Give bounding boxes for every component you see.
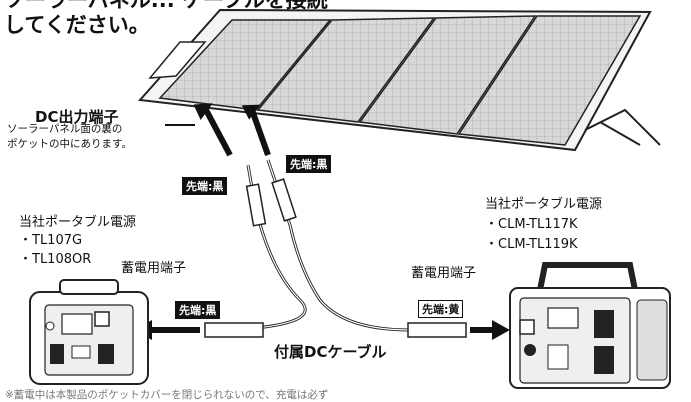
tip-tag-yellow: 先端:黄 [418, 300, 464, 318]
right-power-station [509, 262, 671, 389]
cable-connector-upper-1 [245, 183, 267, 227]
right-unit-terminal: 蓄電用端子 [411, 266, 477, 281]
left-unit-terminal: 蓄電用端子 [121, 261, 187, 276]
right-unit-title: 当社ポータブル電源 [485, 197, 603, 212]
cable-connector-upper-2 [271, 178, 297, 222]
tip-tag-black-upper-right: 先端:黒 [286, 155, 332, 173]
solar-panel-segment-4 [457, 15, 642, 146]
solar-panel-segment-1 [158, 19, 332, 111]
tip-tag-black-upper-left: 先端:黒 [182, 177, 228, 195]
tip-tag-black-lower: 先端:黒 [175, 301, 221, 319]
panel-pocket [148, 41, 207, 79]
cable-label: 付属DCケーブル [274, 343, 387, 361]
solar-panel-segment-2 [256, 17, 436, 123]
solar-panel [137, 8, 661, 152]
left-power-station [29, 279, 149, 385]
dc-cables [204, 159, 467, 338]
cable-connector-right [407, 322, 467, 338]
solar-panel-segment-3 [358, 15, 537, 135]
right-unit-model-1: ・CLM-TL117K [485, 217, 578, 232]
dc-output-note-2: ポケットの中にあります。 [7, 138, 132, 150]
right-unit-model-2: ・CLM-TL119K [485, 237, 578, 252]
left-unit-model-1: ・TL107G [19, 233, 83, 248]
dc-output-note-1: ソーラーパネル面の裏の [7, 123, 123, 135]
heading-line-1: ソーラーパネル... ケーブルを接続 [4, 0, 328, 12]
left-unit-title: 当社ポータブル電源 [19, 215, 137, 230]
cable-connector-left [204, 322, 264, 338]
dc-output-title: DC出力端子 [35, 108, 119, 126]
footnote: ※蓄電中は本製品のポケットカバーを閉じられないので、充電は必ず [5, 389, 329, 401]
upward-arrows [193, 103, 271, 157]
heading-line-2: してください。 [4, 13, 150, 37]
left-unit-model-2: ・TL108OR [19, 252, 92, 267]
kickstand [584, 108, 661, 146]
